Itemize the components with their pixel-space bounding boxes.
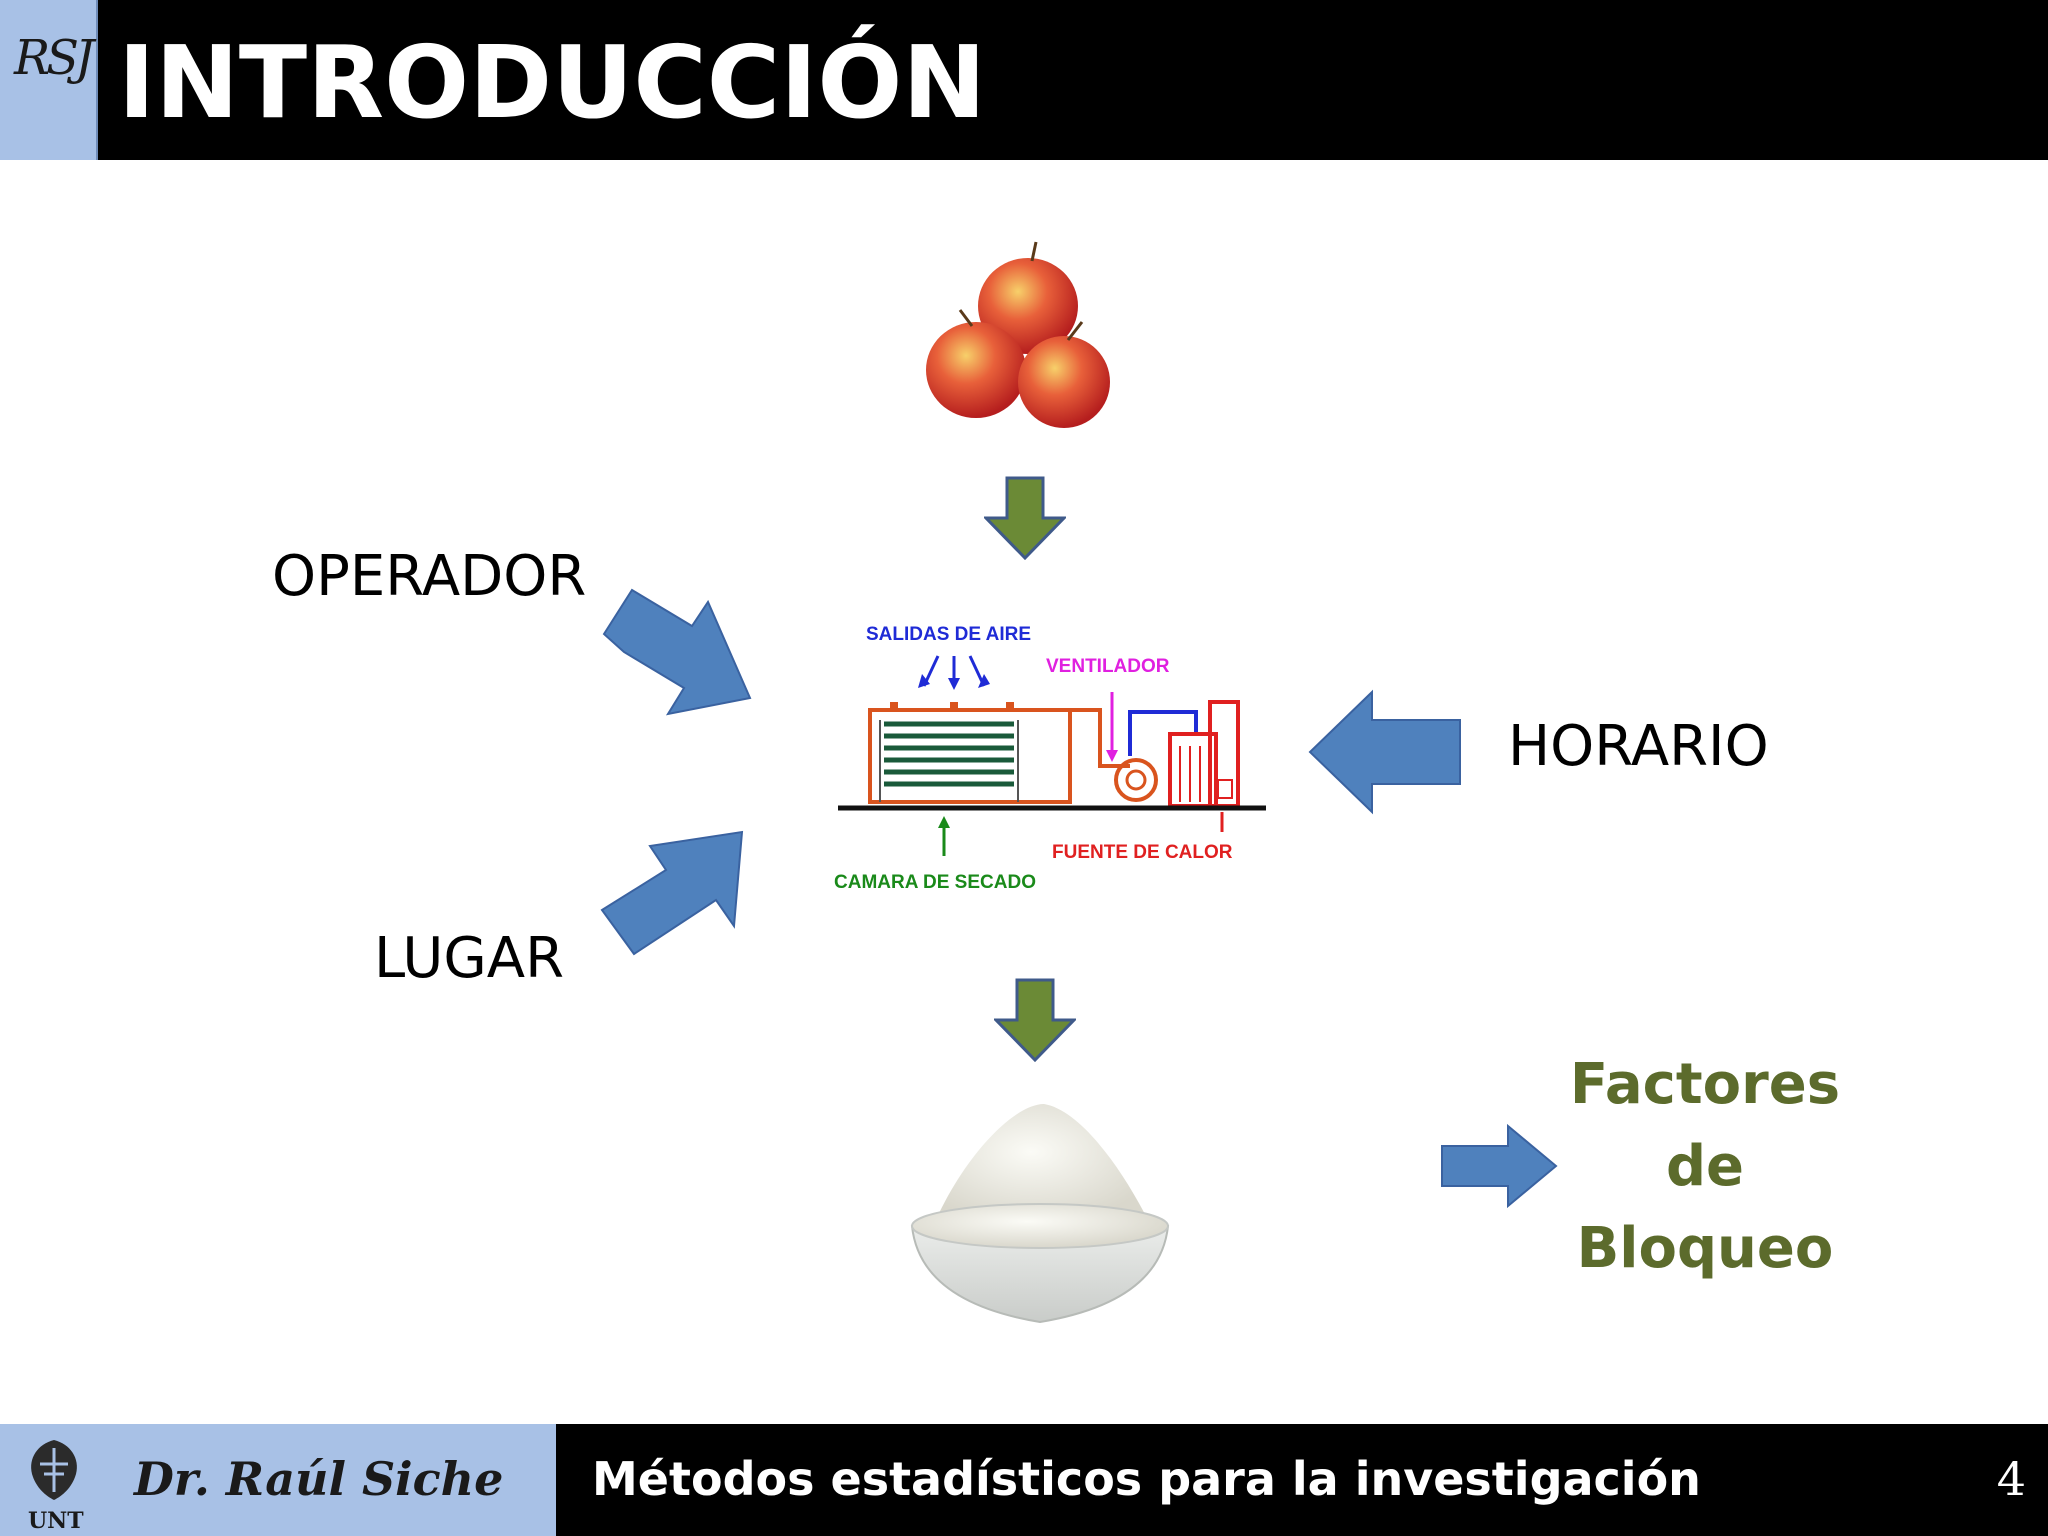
logo: RSJ [0, 0, 98, 160]
arrow-down-icon [994, 978, 1076, 1062]
dryer-drawing [838, 655, 1266, 856]
arrow-right-icon [1441, 1123, 1558, 1209]
heat-source-label: FUENTE DE CALOR [1052, 842, 1233, 863]
air-outlets-label: SALIDAS DE AIRE [866, 624, 1032, 645]
arrow-down-icon [984, 476, 1066, 560]
blocking-factors-label: Factores de Bloqueo [1560, 1044, 1850, 1290]
powder-bowl-image [910, 1104, 1170, 1324]
university-crest-icon [31, 1440, 77, 1500]
header-bar: RSJ INTRODUCCIÓN [0, 0, 2048, 160]
factor-operator: OPERADOR [272, 544, 587, 609]
arrow-down-right-icon [602, 588, 752, 716]
institution-label: UNT [28, 1508, 84, 1534]
logo-monogram: RSJ [14, 30, 94, 86]
apples-image [926, 241, 1110, 428]
blocking-line-2: de [1665, 1134, 1745, 1199]
drying-chamber-label: CAMARA DE SECADO [834, 872, 1036, 893]
footer-author-box: UNT Dr. Raúl Siche [0, 1424, 556, 1536]
arrow-left-icon [1308, 689, 1461, 815]
author-name: Dr. Raúl Siche [134, 1452, 504, 1506]
slide-title: INTRODUCCIÓN [118, 24, 987, 141]
arrow-up-right-icon [600, 830, 744, 956]
footer-bar: UNT Dr. Raúl Siche Métodos estadísticos … [0, 1424, 2048, 1536]
factor-schedule: HORARIO [1508, 714, 1769, 779]
blocking-line-1: Factores [1569, 1052, 1841, 1117]
fan-label: VENTILADOR [1046, 656, 1170, 677]
dryer-diagram: SALIDAS DE AIRE VENTILADOR FUENTE DE CAL… [830, 616, 1270, 896]
page-number: 4 [1996, 1452, 2026, 1506]
factor-place: LUGAR [374, 926, 565, 991]
blocking-line-3: Bloqueo [1576, 1216, 1834, 1281]
course-title: Métodos estadísticos para la investigaci… [592, 1452, 1701, 1506]
